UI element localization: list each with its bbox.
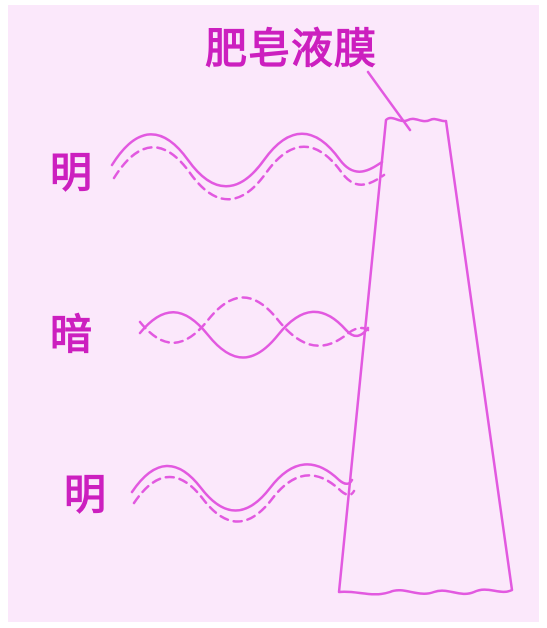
bright-label-bottom: 明 [64,470,107,519]
wave-dark-solid [138,310,370,359]
dark-label: 暗 [50,310,93,359]
wave-bright-top-dashed [112,145,386,201]
soap-film-label: 肥皂液膜 [205,24,378,73]
wave-bright-top-solid [110,132,384,188]
film-leader-line [366,70,412,132]
wave-dark-dashed [138,296,370,347]
wave-bright-bottom-dashed [132,474,356,523]
wave-bright-bottom-solid [130,463,354,512]
soap-film-outline [337,116,514,596]
bright-label-top: 明 [50,148,93,197]
